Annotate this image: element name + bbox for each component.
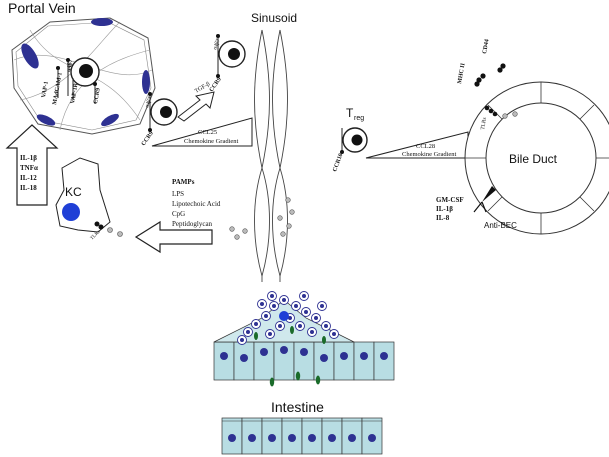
bec-cytokine: IL-1β xyxy=(436,205,453,213)
pamp-arrow xyxy=(134,220,213,254)
cytokine-item: IL-12 xyxy=(20,174,37,182)
ccl28-gradient: CCL28 Chemokine Gradient xyxy=(365,131,469,159)
tgf-arrow: TGF-β xyxy=(177,81,215,122)
madcam-label: MAdCAM-1 xyxy=(52,72,64,105)
treg-cell: T reg CCR10 xyxy=(332,106,368,173)
cytokine-arrow: IL-1β TNFα IL-12 IL-18 xyxy=(5,124,59,206)
cytokine-item: IL-18 xyxy=(20,184,37,192)
lymphocyte-ccl25: α4β7 CCR9 xyxy=(141,92,178,148)
ccl28-label: CCL28 xyxy=(416,143,435,150)
pamps-title: PAMPs xyxy=(172,178,195,186)
sinusoid-particles xyxy=(277,197,295,237)
ccr10-label: CCR10 xyxy=(332,153,344,173)
kupffer-cell: KC TLRs xyxy=(55,157,123,242)
intestine-title: Intestine xyxy=(271,399,324,415)
endothelial-nucleus xyxy=(36,114,56,126)
endothelial-nucleus xyxy=(142,70,150,94)
treg-label: T xyxy=(346,106,354,120)
bacteria xyxy=(254,326,326,387)
ccl25-gradient-label: Chemokine Gradient xyxy=(184,138,239,145)
portal-vein-title: Portal Vein xyxy=(8,0,76,16)
pamp-item: CpG xyxy=(172,210,185,218)
bec-cytokine: IL-8 xyxy=(436,214,450,222)
sinusoid-channel xyxy=(254,29,288,282)
cytokine-item: TNFα xyxy=(20,164,38,172)
intestine-epithelium-lower xyxy=(221,417,383,455)
endothelial-nucleus xyxy=(101,113,119,127)
lymphocyte-nucleus xyxy=(79,64,93,78)
kc-tlr-label: TLRs xyxy=(90,230,102,242)
pamps-block: PAMPs LPS Lipotechoic Acid CpG Peptidogl… xyxy=(172,178,248,240)
treg-sub-label: reg xyxy=(354,115,364,122)
lymphocyte-cluster xyxy=(237,291,339,345)
mhc-label: MHC II xyxy=(457,62,467,84)
ccr9-label-3: CCR9 xyxy=(141,131,155,148)
pamp-item: Peptidoglycan xyxy=(172,220,213,228)
cd44-label: CD44 xyxy=(482,39,490,54)
ccr9-label-2: CCR9 xyxy=(209,77,223,94)
ccl25-label: CCL25 xyxy=(198,129,217,136)
bile-duct: Bile Duct CD44 MHC II TLRs xyxy=(457,39,609,235)
endothelial-nucleus xyxy=(21,43,39,69)
sinusoid-lymphocyte: α4β7 CCR9 xyxy=(209,34,246,94)
kc-nucleus xyxy=(62,203,80,221)
ccr9-label: CCR9 xyxy=(93,88,102,105)
bec-cytokine: GM-CSF xyxy=(436,196,464,204)
portal-vein: MAdCAM-1 VAP-1 VAP-1R α4β7 CCR9 xyxy=(11,17,156,135)
cytokine-item: IL-1β xyxy=(20,154,37,162)
a4b7-label-3: α4β7 xyxy=(144,96,154,109)
ccl28-gradient-label: Chemokine Gradient xyxy=(402,151,457,158)
vap1-label: VAP-1 xyxy=(41,81,50,98)
sinusoid-title: Sinusoid xyxy=(251,11,297,25)
vap1r-label: VAP-1R xyxy=(70,82,80,104)
pamp-item: Lipotechoic Acid xyxy=(172,200,221,208)
endothelial-nucleus xyxy=(91,18,113,26)
anti-bec-label: Anti-BEC xyxy=(484,221,517,230)
pamp-item: LPS xyxy=(172,190,184,198)
kc-label: KC xyxy=(65,185,82,199)
bile-tlr-label: TLRs xyxy=(480,117,488,130)
ccl25-gradient: CCL25 Chemokine Gradient xyxy=(151,117,253,147)
a4b7-label-2: α4β7 xyxy=(212,38,222,51)
bile-duct-title: Bile Duct xyxy=(509,152,558,166)
a4b7-label: α4β7 xyxy=(66,59,74,72)
